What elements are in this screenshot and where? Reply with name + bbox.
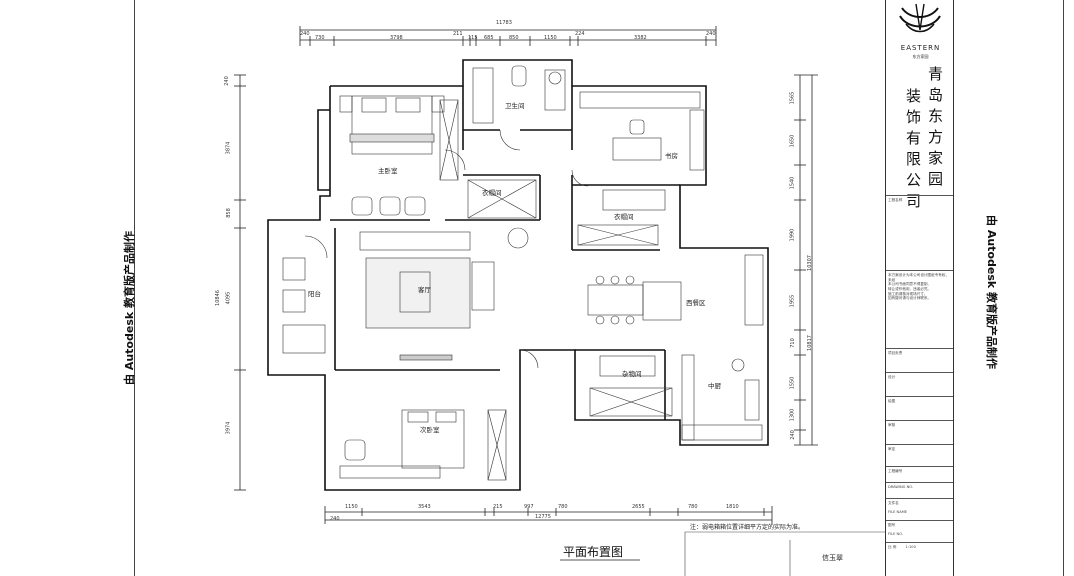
room-label-master-bedroom: 主卧室 — [378, 167, 398, 175]
dim-bottom-seg: 1810 — [726, 504, 739, 510]
dim-top-total: 11783 — [496, 20, 512, 26]
dim-bottom-total: 12775 — [535, 514, 551, 520]
field-file-no-cn: 图号 — [886, 520, 953, 530]
room-label-bathroom: 卫生间 — [505, 102, 525, 110]
dim-right-seg: 1300 — [789, 408, 796, 422]
dim-top-seg: 3382 — [634, 35, 647, 41]
tv-cabinet — [399, 354, 453, 361]
field-drawing-no: DRAWING NO. — [886, 482, 953, 492]
dim-top-seg: 240 — [300, 31, 310, 37]
sofa — [359, 231, 471, 251]
field-scale-value: 1:100 — [905, 545, 916, 549]
dining-table — [587, 284, 644, 316]
field-project-no: 工程编号 — [886, 466, 953, 476]
room-label-cloakroom-1: 衣帽间 — [482, 189, 502, 197]
field-file-no: FILE NO. — [888, 532, 904, 536]
dim-top-seg: 211 — [453, 31, 463, 37]
dim-right-seg: 1550 — [789, 376, 796, 390]
dim-right-seg: 1955 — [789, 294, 796, 308]
room-label-cloakroom-2: 衣帽间 — [614, 213, 634, 221]
field-design: 设计 — [886, 372, 953, 382]
dim-left-seg: 4095 — [225, 291, 232, 305]
project-notes: 本方案设计为本公司设计图纸专有权，未经 本公司书面同意不得复制、 转让或作他用，… — [886, 270, 953, 340]
room-label-western-dining: 西餐区 — [686, 299, 706, 307]
room-label-living-room: 客厅 — [418, 286, 431, 294]
project-row: 工程名称 — [886, 195, 953, 263]
note-line: 本公司书面同意不得复制、 — [888, 282, 932, 287]
field-approve: 审定 — [886, 444, 953, 454]
dim-right-seg: 1990 — [789, 228, 796, 242]
dim-bottom-seg: 1150 — [345, 504, 358, 510]
room-label-study: 书房 — [665, 152, 678, 160]
field-drawing: 绘图 — [886, 396, 953, 406]
dim-top-seg: 1150 — [544, 35, 557, 41]
company-name-col2: 装饰有限公司 — [906, 87, 922, 210]
dim-left-seg: 240 — [223, 76, 230, 86]
room-label-storage-room: 杂物间 — [622, 370, 642, 378]
field-file-name-cn: 文件名 — [886, 498, 953, 508]
master-bed — [351, 95, 433, 155]
field-project-lead: 项目负责 — [886, 348, 953, 358]
coffee-table — [399, 271, 431, 313]
room-label-second-bedroom: 次卧室 — [420, 426, 440, 434]
toilet — [511, 65, 527, 87]
room-label-kitchen: 中厨 — [708, 382, 721, 390]
dim-top-seg: 115 — [468, 35, 478, 41]
dim-bottom-seg: 997 — [524, 504, 534, 510]
dim-left-seg: 858 — [225, 208, 232, 218]
dim-bottom-seg: 2655 — [632, 504, 645, 510]
furniture — [282, 65, 764, 481]
second-bed — [401, 409, 465, 469]
study-desk — [612, 137, 662, 161]
note-line: 如有疑问请与设计师联系。 — [888, 296, 932, 301]
dim-top-seg: 224 — [575, 31, 585, 37]
plant — [507, 227, 529, 249]
dim-top-seg: 685 — [484, 35, 494, 41]
designer-signature: 信玉翠 — [822, 554, 843, 562]
rug — [365, 257, 471, 329]
logo-text: EASTERN — [900, 44, 941, 52]
dim-bottom-seg: 215 — [493, 504, 503, 510]
field-scale-label: 比 例 — [888, 545, 897, 549]
eastern-logo-icon — [899, 3, 941, 33]
note-line: 施工前请核对现场尺寸， — [888, 291, 928, 296]
dim-right-seg: 1565 — [789, 91, 796, 105]
dim-bottom-seg: 780 — [688, 504, 698, 510]
room-label-balcony: 阳台 — [308, 290, 321, 298]
dim-left-seg: 3974 — [225, 421, 232, 435]
dim-bottom-seg: 3543 — [418, 504, 431, 510]
dim-right-seg: 1540 — [789, 176, 796, 190]
dim-top-seg: 730 — [315, 35, 325, 41]
project-label: 工程名称 — [888, 198, 903, 202]
dim-top-seg: 240 — [706, 31, 716, 37]
company-name-col1: 青岛东方家园 — [928, 65, 944, 188]
walls — [267, 59, 769, 491]
field-file-name: FILE NAME — [888, 510, 908, 514]
dim-right-seg: 10307 — [806, 255, 813, 271]
note-line: 转让或作他用，违者必究。 — [888, 287, 932, 292]
plan-title: 平面布置图 — [563, 545, 624, 559]
dim-left-total: 10846 — [214, 290, 221, 306]
drawing-sheet-border — [134, 0, 1064, 576]
drawing-note: 注：弱电箱箱位置详细平方定的实际为准。 — [690, 524, 805, 531]
dim-right-seg: 710 — [789, 338, 796, 348]
dim-right-total: 10817 — [806, 335, 813, 351]
logo-subtext: 东方家园 — [912, 54, 929, 59]
dim-bottom-seg: 240 — [330, 516, 340, 522]
note-line: 本方案设计为本公司设计图纸专有权，未经 — [888, 273, 950, 282]
dim-left-seg: 3874 — [225, 141, 232, 155]
dim-right-seg: 1650 — [789, 134, 796, 148]
dim-bottom-seg: 780 — [558, 504, 568, 510]
dim-top-seg: 850 — [509, 35, 519, 41]
dim-top-seg: 3798 — [390, 35, 403, 41]
dim-right-seg: 240 — [789, 430, 796, 440]
title-block: EASTERN 东方家园 青岛东方家园 装饰有限公司 工程名称 本方案设计为本公… — [885, 0, 954, 576]
field-scale: 比 例 1:100 — [886, 542, 953, 552]
field-review: 审核 — [886, 420, 953, 430]
